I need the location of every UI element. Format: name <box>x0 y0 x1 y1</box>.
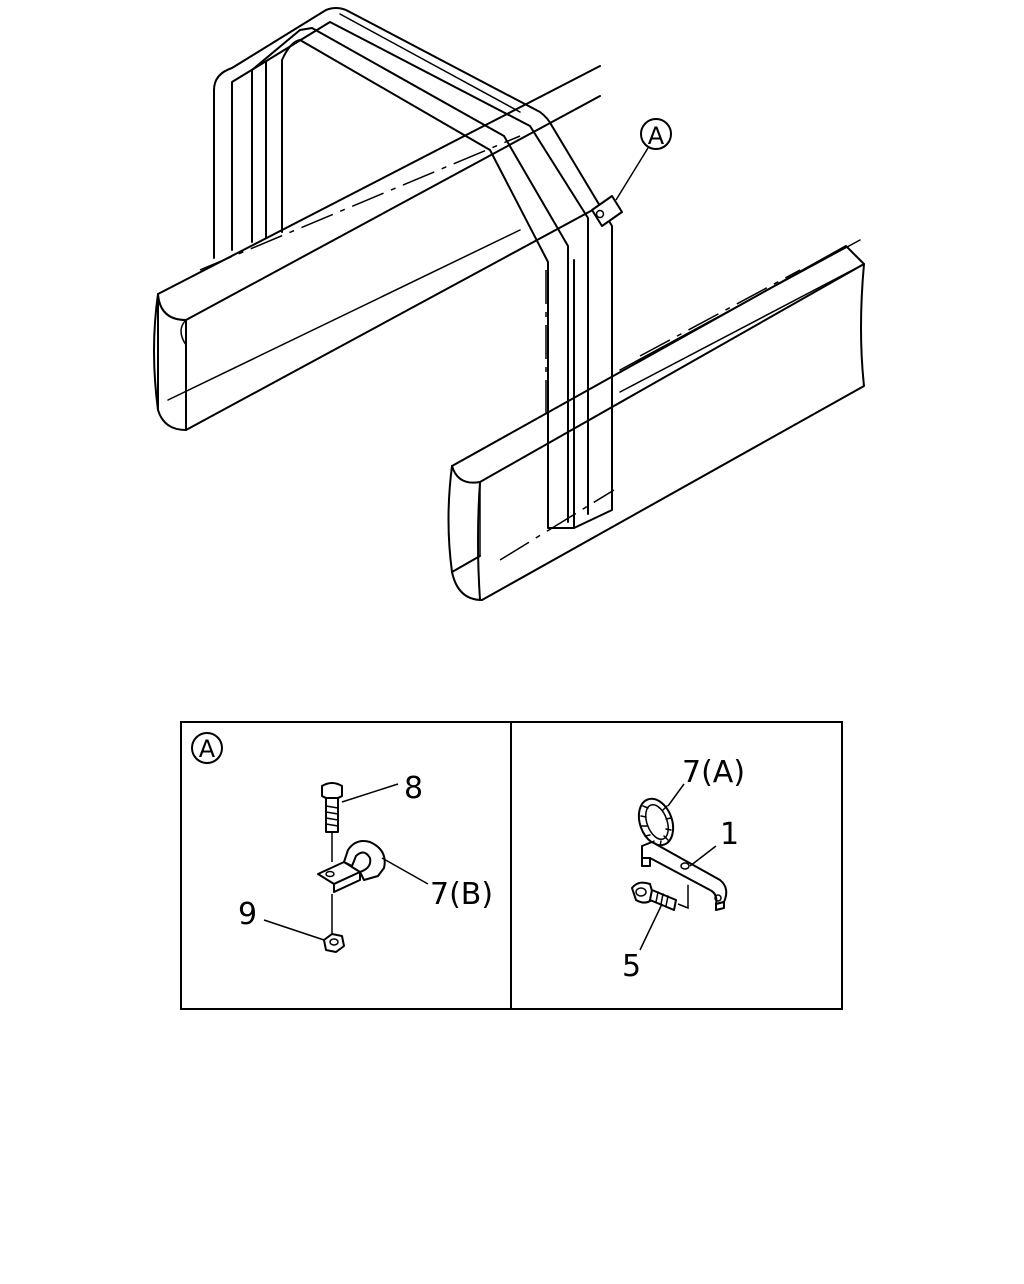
bracket-1 <box>641 841 728 911</box>
callout-a-label: A <box>648 122 665 150</box>
nut-9 <box>323 933 345 953</box>
label-5: 5 <box>622 949 641 984</box>
leader-5 <box>639 903 663 951</box>
leader-9 <box>263 919 325 941</box>
callout-circle <box>640 118 672 150</box>
leader-7b <box>381 857 429 885</box>
detail-left-panel: A 8 7(B) 9 <box>191 732 493 953</box>
leader-7a <box>667 783 685 807</box>
tank-frame-arch <box>199 7 801 561</box>
label-7a: 7(A) <box>682 755 745 790</box>
bolt-8 <box>321 782 343 862</box>
clip-location-a: A <box>591 118 672 227</box>
detail-tag-label: A <box>199 735 216 763</box>
bolt-5 <box>631 881 689 911</box>
detail-tag-circle <box>191 732 223 764</box>
label-9: 9 <box>238 897 257 932</box>
clip-7b <box>317 840 386 893</box>
label-8: 8 <box>404 771 423 806</box>
frame-rail-left <box>153 65 601 431</box>
label-1: 1 <box>720 817 739 852</box>
leader-8 <box>341 783 399 803</box>
label-7b: 7(B) <box>430 877 493 912</box>
leader-1 <box>689 845 717 867</box>
frame-rail-right <box>447 239 865 601</box>
band-7a <box>637 797 675 850</box>
detail-right-panel: 7(A) 1 5 <box>622 755 745 984</box>
